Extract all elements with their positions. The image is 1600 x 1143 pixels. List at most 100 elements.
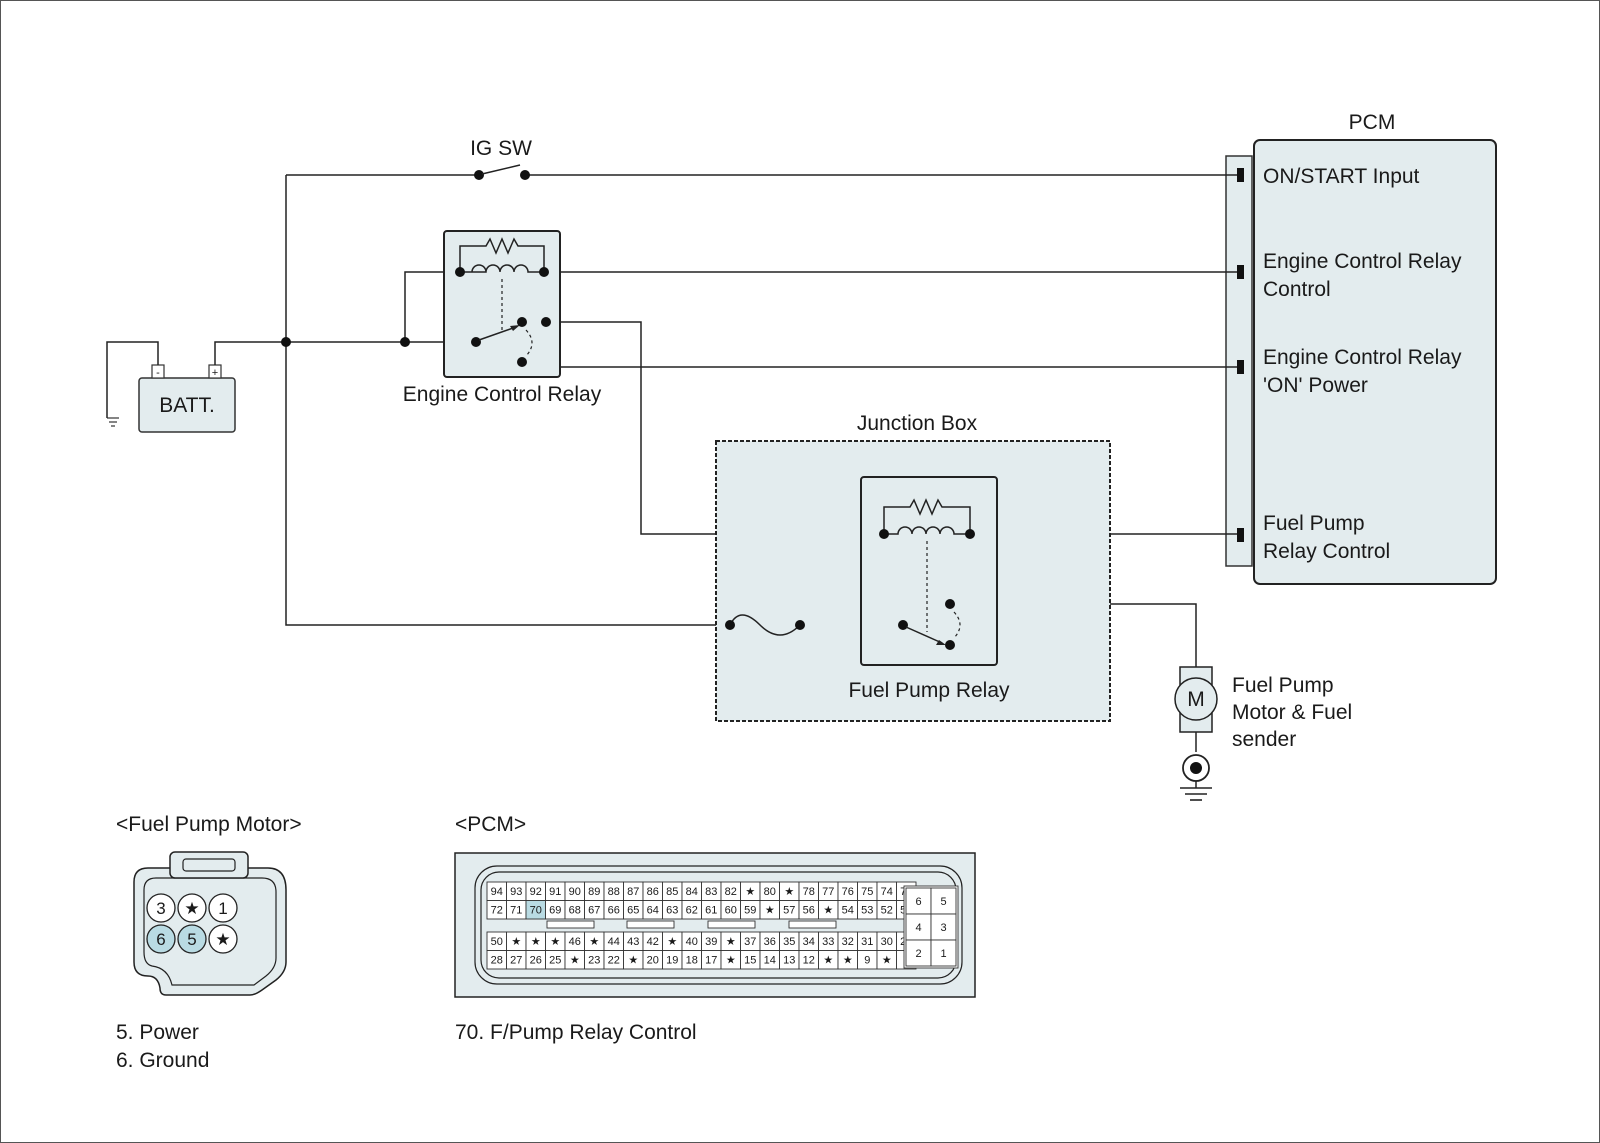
switch-blade	[481, 164, 521, 175]
pcm-pin-label: 25	[549, 955, 561, 967]
connector-latch-slot	[182, 858, 236, 872]
pcm-pin-label: 71	[510, 905, 522, 917]
fuse-icon	[729, 614, 801, 636]
connector-pin-label: 1	[218, 899, 227, 918]
pcm-pin-label: 61	[705, 905, 717, 917]
pcm-pin-label: 31	[861, 936, 873, 948]
relay-switch-arrow	[936, 640, 946, 645]
pcm-pin-label: 74	[881, 886, 893, 898]
relay-coil-terminal	[879, 529, 889, 539]
pcm-pin-label: 30	[881, 936, 893, 948]
connector-pin-label: 3	[156, 899, 165, 918]
pcm-pin-label: ★	[589, 936, 599, 948]
pcm-pin-ecr-control: Engine Control Relay Control	[1237, 250, 1462, 301]
pcm-pin-label: 28	[491, 955, 503, 967]
pcm-pin-label: 37	[744, 936, 756, 948]
pcm-pin-label: 35	[783, 936, 795, 948]
pcm-pin-terminal	[1237, 528, 1244, 542]
pcm-pin-label: 27	[510, 955, 522, 967]
pcm-pin-label: 94	[491, 886, 503, 898]
pcm-key-slot	[788, 920, 837, 929]
pcm-pin-label: 60	[725, 905, 737, 917]
pcm-pin-label: 77	[822, 886, 834, 898]
connector-pin	[146, 924, 176, 954]
relay-switch-blade	[905, 626, 943, 644]
connector-inner	[143, 877, 277, 986]
pcm-pin-label: 69	[549, 905, 561, 917]
relay-coil	[460, 264, 544, 273]
pcm-key-slot	[707, 920, 756, 929]
pcm-pin-label: 85	[666, 886, 678, 898]
pcm-pin-label: 5	[940, 896, 946, 908]
connector-pin-label: 5	[187, 930, 196, 949]
motor-label: Motor & Fuel	[1232, 701, 1352, 724]
pcm-pin-label: ★	[765, 905, 775, 917]
pcm-pin-label: 3	[940, 922, 946, 934]
relay-switch-path	[525, 329, 533, 357]
pcm-pin-label: 70	[530, 905, 542, 917]
connector-pin	[177, 893, 207, 923]
pcm-pin-label: 44	[608, 936, 620, 948]
switch-contact	[520, 170, 530, 180]
pcm-connector-strip	[1225, 155, 1253, 567]
fuel-pump-relay-box	[860, 476, 998, 666]
switch-contact	[474, 170, 484, 180]
relay-switch-contact	[898, 620, 908, 630]
relay-resistor	[459, 237, 545, 272]
pcm-pin-label: 65	[627, 905, 639, 917]
pcm-pin-label: 86	[647, 886, 659, 898]
pcm-pin-label: 80	[764, 886, 776, 898]
motor-label: sender	[1232, 728, 1296, 751]
pcm-pin-label: ★	[511, 936, 521, 948]
pcm-pin-label: ★	[745, 886, 755, 898]
battery: BATT. - +	[107, 364, 236, 433]
pcm-pin-label: 89	[588, 886, 600, 898]
relay-coil	[884, 526, 970, 535]
engine-control-relay: Engine Control Relay	[403, 230, 602, 406]
connector-pin-label: ★	[215, 930, 230, 949]
pcm-pin-label: 26	[530, 955, 542, 967]
pcm-pin-label: 42	[647, 936, 659, 948]
battery-label: BATT.	[159, 394, 215, 417]
pcm-pin-label: 20	[647, 955, 659, 967]
pcm-pin-label: 15	[744, 955, 756, 967]
pcm-pin-label: ★	[726, 955, 736, 967]
pcm-pin-label: 63	[666, 905, 678, 917]
pcm-pin-label: 2	[915, 948, 921, 960]
pcm-title: PCM	[1349, 111, 1396, 134]
pcm-pin-label: 40	[686, 936, 698, 948]
pcm-pin-label: Relay Control	[1263, 540, 1390, 563]
relay-switch-contact	[517, 357, 527, 367]
pcm-pin-label: ★	[726, 936, 736, 948]
pcm-pin-label: 64	[647, 905, 659, 917]
pcm-pin-cell	[930, 913, 957, 941]
pcm-pin-label: ★	[531, 936, 541, 948]
relay-switch-blade	[478, 326, 517, 341]
junction-box: Junction Box Fuel Pump Relay	[715, 412, 1111, 722]
engine-control-relay-label: Engine Control Relay	[403, 383, 602, 406]
connector-title: <Fuel Pump Motor>	[116, 813, 302, 836]
pcm-pin-label: ★	[882, 955, 892, 967]
pcm-pin-label: ★	[550, 936, 560, 948]
fuel-pump-relay: Fuel Pump Relay	[848, 476, 1010, 702]
pcm-pin-label: Fuel Pump	[1263, 512, 1365, 535]
pcm-pin-label: 43	[627, 936, 639, 948]
pcm-pin-label: 87	[627, 886, 639, 898]
pcm-pin-label: 66	[608, 905, 620, 917]
wire-junction	[400, 337, 410, 347]
pcm-pin-label: 13	[783, 955, 795, 967]
pcm-pin-label: 62	[686, 905, 698, 917]
pcm-pin-label: 1	[940, 948, 946, 960]
connector-title: <PCM>	[455, 813, 526, 836]
relay-resistor	[883, 498, 971, 534]
pcm-pin-label: Engine Control Relay	[1263, 250, 1462, 273]
pcm-pin-label: ★	[667, 936, 677, 948]
junction-box-label: Junction Box	[857, 412, 978, 435]
pcm-pin-terminal	[1237, 265, 1244, 279]
pcm-pin-label: 76	[842, 886, 854, 898]
pcm-pin-label: 46	[569, 936, 581, 948]
relay-switch-arrow	[510, 325, 520, 331]
